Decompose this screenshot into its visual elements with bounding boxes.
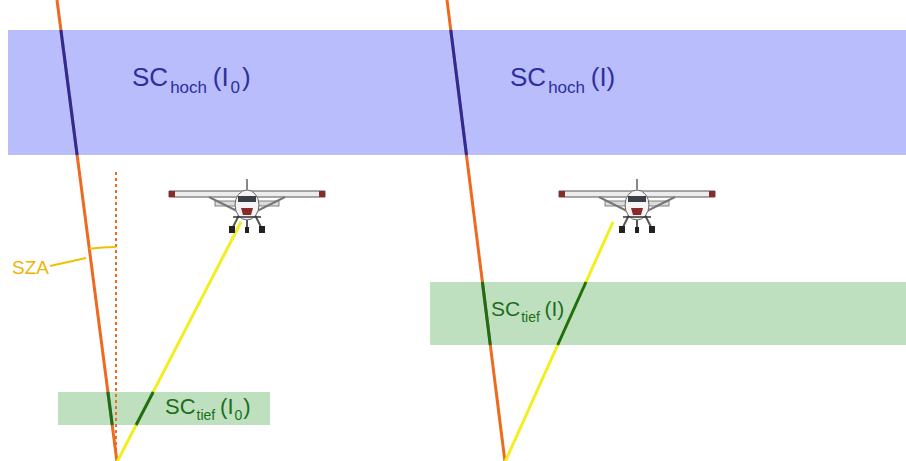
label-text: (I [213, 64, 229, 90]
subscript: 0 [235, 408, 243, 422]
label-text: ) [243, 396, 250, 418]
upper-layer-band: SChoch (I) [448, 30, 906, 155]
angle-label: SZA [12, 258, 49, 277]
label-text: SC [510, 64, 546, 90]
subscript: hoch [548, 79, 585, 96]
subscript: 0 [231, 79, 240, 96]
band-label: SChoch(I0) [132, 64, 251, 90]
label-text: SC [132, 64, 168, 90]
label-text: (I) [591, 64, 616, 90]
label-text: SC [165, 396, 196, 418]
label-text: ) [242, 64, 251, 90]
band-label: SCtief(I) [491, 298, 564, 319]
label-text: (I) [544, 298, 564, 319]
band-label: SChoch(I) [510, 64, 615, 90]
lower-layer-band: SCtief (I) [430, 282, 906, 345]
subscript: tief [197, 408, 216, 422]
band-label: SCtief(I0) [165, 396, 251, 418]
label-text: SC [491, 298, 520, 319]
lower-layer-band: SCtief (I0) [58, 392, 270, 425]
subscript: tief [521, 310, 540, 324]
subscript: hoch [170, 79, 207, 96]
label-text: (I [220, 396, 233, 418]
